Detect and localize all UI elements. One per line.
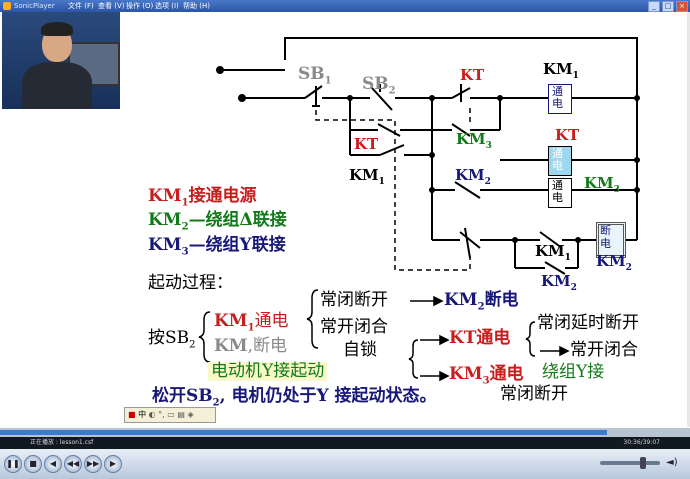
km3-contact-label: KM3 bbox=[456, 130, 492, 151]
seek-bar[interactable] bbox=[0, 428, 690, 437]
menu-operate[interactable]: 操作 (O) bbox=[126, 2, 154, 10]
nc-delay-open: 常闭延时断开 bbox=[537, 313, 639, 333]
ime-tools-icon[interactable]: ◐ °, ▭ ▤ ◈ bbox=[148, 410, 194, 419]
menu-view[interactable]: 查看 (V) bbox=[98, 2, 125, 10]
menu-help[interactable]: 帮助 (H) bbox=[183, 2, 210, 10]
km2-off: KM2断电 bbox=[444, 290, 519, 313]
stop-icon[interactable]: ■ bbox=[24, 455, 42, 473]
km2-coil bbox=[596, 222, 626, 258]
km2-coil-name: KM2 bbox=[596, 252, 632, 273]
km-gray-off: KM?,断电 bbox=[214, 336, 287, 356]
press-sb2: 按SB2 bbox=[148, 328, 196, 351]
km3-on: KM3通电 bbox=[449, 364, 524, 387]
menu-file[interactable]: 文件 (F) bbox=[68, 2, 94, 10]
km1-coil-label: 通电 bbox=[552, 85, 563, 110]
self-lock: 自锁 bbox=[343, 340, 377, 360]
no-close: 常开闭合 bbox=[320, 317, 388, 337]
vertical-scrollbar[interactable] bbox=[687, 12, 690, 427]
app-icon bbox=[3, 2, 11, 10]
legend-km2: KM2—绕组Δ联接 bbox=[148, 210, 287, 233]
status-text: 正在播放 : lesson1.csf bbox=[30, 439, 94, 446]
menu-options[interactable]: 选项 (I) bbox=[155, 2, 179, 10]
legend-km3: KM3—绕组Y联接 bbox=[148, 235, 286, 258]
process-title: 起动过程： bbox=[148, 273, 233, 293]
title-bar: SonicPlayer 文件 (F) 查看 (V) 操作 (O) 选项 (I) … bbox=[0, 0, 690, 12]
close-icon[interactable]: × bbox=[676, 1, 688, 12]
volume-knob[interactable] bbox=[640, 457, 646, 469]
volume-slider[interactable] bbox=[600, 461, 660, 465]
rewind-icon[interactable]: ◀◀ bbox=[64, 455, 82, 473]
km1-on: KM1通电 bbox=[214, 311, 289, 334]
window-title: SonicPlayer bbox=[14, 2, 55, 10]
motor-y-start: 电动机Y接起动 bbox=[208, 362, 328, 381]
km3-coil-label: 通电 bbox=[552, 179, 563, 204]
maximize-icon[interactable]: □ bbox=[662, 1, 674, 12]
presenter-video bbox=[2, 12, 120, 109]
ime-icon[interactable]: ■ bbox=[128, 410, 136, 419]
km2-bottom-label: KM2 bbox=[541, 272, 577, 293]
next-icon[interactable]: ▶ bbox=[104, 455, 122, 473]
kt-contact-label: KT bbox=[354, 135, 379, 153]
km1-coil bbox=[548, 84, 572, 114]
slide-area bbox=[122, 12, 687, 427]
release-sb2: 松开SB2, 电机仍处于Y 接起动状态。 bbox=[152, 386, 437, 409]
kt-on: KT通电 bbox=[449, 328, 511, 348]
km2-contact-label: KM2 bbox=[455, 166, 491, 187]
sb1-label: SB1 bbox=[298, 64, 332, 87]
sb2-label: SB2 bbox=[362, 74, 396, 97]
km2-coil-label: 断电 bbox=[600, 224, 611, 250]
minimize-icon[interactable]: _ bbox=[648, 1, 660, 12]
forward-icon[interactable]: ▶▶ bbox=[84, 455, 102, 473]
kt-top-label: KT bbox=[460, 66, 485, 84]
time-display: 30:36/39:07 bbox=[623, 439, 660, 446]
nc-open-2: 常闭断开 bbox=[500, 384, 568, 404]
nc-open: 常闭断开 bbox=[320, 290, 388, 310]
kt-coil-label: 通电 bbox=[552, 147, 563, 172]
ime-mode[interactable]: 中 bbox=[138, 410, 147, 419]
seek-progress bbox=[0, 430, 608, 435]
km3-coil bbox=[548, 178, 572, 208]
no-close-2: 常开闭合 bbox=[570, 340, 638, 360]
status-bar: 正在播放 : lesson1.csf 30:36/39:07 bbox=[0, 437, 690, 449]
km3-coil-name: KM3 bbox=[584, 174, 620, 195]
legend-km1: KM1接通电源 bbox=[148, 186, 257, 209]
player-controls: ❚❚ ■ ◀ ◀◀ ▶▶ ▶ ◄) bbox=[0, 449, 690, 479]
km1-contact-label: KM1 bbox=[349, 166, 385, 187]
winding-y: 绕组Y接 bbox=[542, 362, 605, 382]
pause-icon[interactable]: ❚❚ bbox=[4, 455, 22, 473]
previous-icon[interactable]: ◀ bbox=[44, 455, 62, 473]
kt-coil bbox=[548, 146, 572, 176]
km1-bottom-label: KM1 bbox=[535, 242, 571, 263]
kt-coil-name: KT bbox=[555, 126, 580, 144]
speaker-icon[interactable]: ◄) bbox=[666, 457, 678, 468]
window-buttons: _ □ × bbox=[648, 1, 688, 12]
presenter-body bbox=[22, 62, 92, 109]
km1-top-label: KM1 bbox=[543, 60, 579, 81]
ime-toolbar[interactable]: ■ 中 ◐ °, ▭ ▤ ◈ bbox=[124, 407, 216, 423]
